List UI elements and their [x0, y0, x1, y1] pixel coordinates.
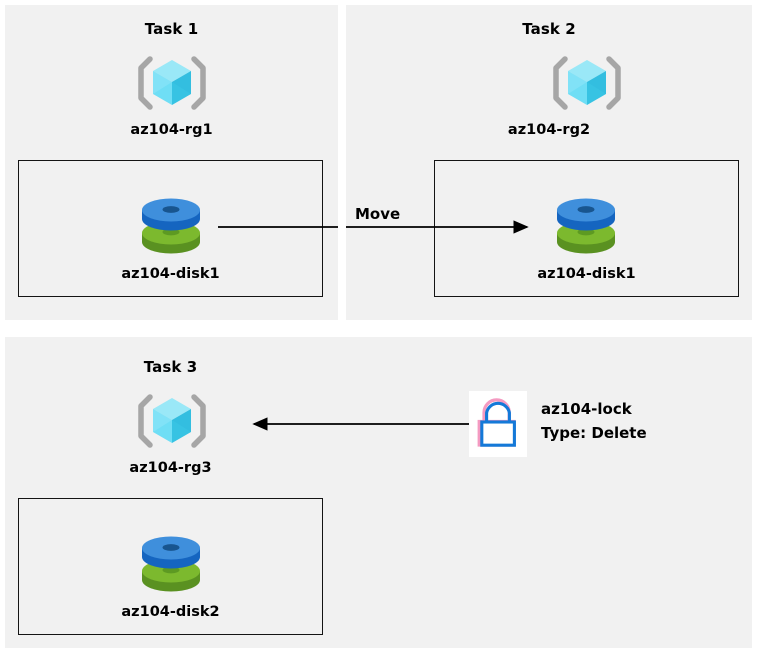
resource-group-icon: [136, 52, 208, 114]
panel-task3: [5, 337, 752, 648]
task2-resource-label: az104-disk1: [537, 266, 636, 282]
task1-title: Task 1: [144, 20, 199, 38]
managed-disk-icon: [137, 534, 205, 596]
lock-type-label: Type: Delete: [541, 424, 647, 442]
panel-task2: [346, 5, 752, 320]
task1-resource-box: [18, 160, 323, 297]
panel-gap-divider: [338, 0, 346, 325]
task3-resource-box: [18, 498, 323, 635]
panel-task1: [5, 5, 338, 320]
task2-resource-box: [434, 160, 739, 297]
task2-title: Task 2: [522, 20, 576, 38]
resource-group-icon: [551, 52, 623, 114]
move-arrow: [218, 220, 529, 234]
task3-resource-label: az104-disk2: [121, 604, 220, 620]
managed-disk-icon: [552, 196, 620, 258]
lock-icon: [469, 391, 527, 457]
task3-title: Task 3: [143, 358, 198, 376]
task1-resource-group-label: az104-rg1: [130, 122, 213, 138]
move-arrow-label: Move: [355, 205, 401, 223]
resource-group-icon: [136, 390, 208, 452]
task1-resource-label: az104-disk1: [121, 266, 220, 282]
lock-arrow: [252, 417, 470, 431]
task2-resource-group-label: az104-rg2: [507, 122, 591, 138]
managed-disk-icon: [137, 196, 205, 258]
task3-resource-group-label: az104-rg3: [129, 460, 212, 476]
lock-name-label: az104-lock: [541, 400, 632, 418]
